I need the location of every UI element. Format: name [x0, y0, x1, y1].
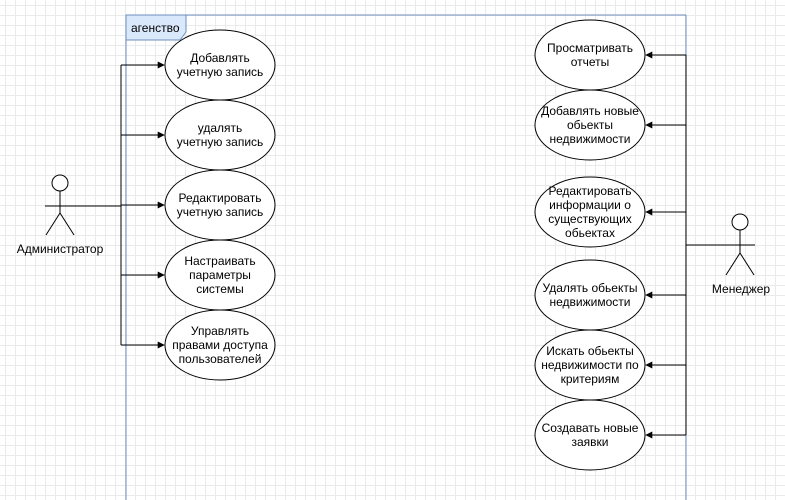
use-case-label-line: обьектах	[565, 226, 615, 240]
use-case-label-line: недвижимости	[550, 295, 631, 309]
actor-label-administrator: Администратор	[17, 242, 104, 256]
use-case-label-line: Управлять	[191, 324, 249, 338]
use-case-label-line: недвижимости	[550, 132, 631, 146]
use-case-label-line: отчеты	[571, 55, 610, 69]
use-case-label-line: Просматривать	[547, 41, 633, 55]
use-case-ellipse	[534, 399, 646, 471]
use-case-label-line: удалять	[198, 121, 243, 135]
use-case-label-line: информации о	[549, 198, 631, 212]
connectors	[70, 51, 731, 439]
use-case-label-line: учетную запись	[177, 205, 264, 219]
use-case-label-line: заявки	[571, 435, 608, 449]
use-case-label-line: правами доступа	[172, 338, 268, 352]
use-case-ellipse	[534, 176, 646, 248]
use-case-ellipse	[164, 309, 276, 381]
use-case-label-line: учетную запись	[177, 135, 264, 149]
system-boundary-tab	[125, 14, 187, 41]
use-case-label-line: Создавать новые	[542, 421, 639, 435]
use-case-label-line: обьекты	[567, 118, 613, 132]
actor-administrator[interactable]: Администратор	[17, 174, 104, 256]
stick-figure-icon	[45, 174, 75, 236]
use-case-label-line: критериям	[561, 372, 620, 386]
use-case-label-line: существующих	[548, 212, 632, 226]
use-case-label-line: параметры	[189, 268, 251, 282]
system-boundary-label: агенство	[131, 21, 180, 35]
use-case-label-line: Редактировать	[179, 191, 262, 205]
use-case-label-line: системы	[196, 282, 244, 296]
use-case-label-line: пользователей	[179, 352, 262, 366]
use-case-ellipse	[534, 89, 646, 161]
use-case-label-line: Удалять обьекты	[543, 281, 638, 295]
use-case-label-line: учетную запись	[177, 65, 264, 79]
use-case-label-line: Настраивать	[184, 254, 255, 268]
actor-label-manager: Менеджер	[712, 282, 771, 296]
use-case-label-line: Добавлять	[190, 51, 250, 65]
use-case-label-line: недвижимости по	[541, 358, 639, 372]
actor-manager[interactable]: Менеджер	[712, 213, 771, 296]
use-case-label-line: Добавлять новые	[541, 104, 639, 118]
use-case-label-line: Искать обьекты	[546, 344, 634, 358]
use-case-label-line: Редактировать	[549, 184, 632, 198]
